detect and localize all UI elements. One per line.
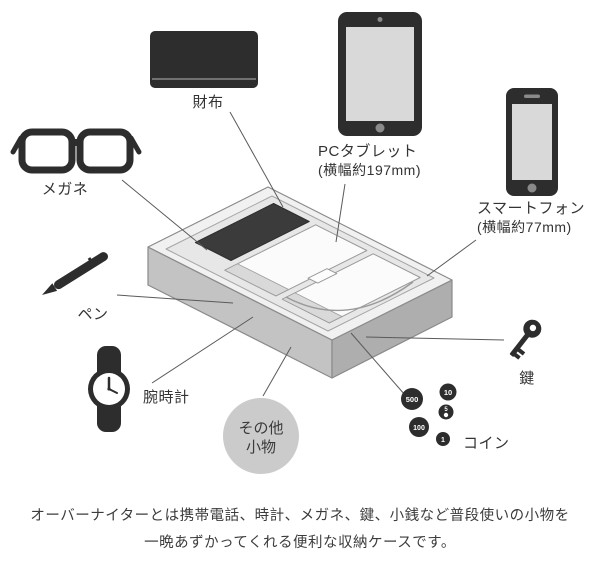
wallet-connector-line <box>229 111 284 208</box>
tray-wallet-slot <box>194 203 310 261</box>
other-connector-line <box>262 346 292 397</box>
smartphone-icon <box>506 88 558 196</box>
coin-10-value: 10 <box>444 388 452 397</box>
coin-1-value: 1 <box>441 437 445 444</box>
wallet-icon <box>150 31 258 88</box>
tray-illustration <box>147 186 453 379</box>
other-items-badge: その他 小物 <box>223 398 299 474</box>
smartphone-label-width: (横幅約77mm) <box>477 219 572 235</box>
tablet-label-name: PCタブレット <box>318 143 418 160</box>
coins-connector-line <box>350 332 406 396</box>
key-label: 鍵 <box>519 370 535 387</box>
coins-icon: 500 10 100 5 1 <box>401 383 457 446</box>
coin-5-value: 5 <box>444 407 448 413</box>
watch-connector-line <box>151 316 254 384</box>
coin-500-value: 500 <box>406 395 419 404</box>
tray-card-notch <box>307 268 338 284</box>
glasses-connector-line <box>121 179 208 251</box>
wallet-label: 財布 <box>192 94 224 111</box>
watch-label: 腕時計 <box>143 389 190 406</box>
tray-middle-compartment-wall <box>224 263 290 297</box>
smartphone-connector-line <box>426 239 477 277</box>
tablet-icon <box>338 12 422 136</box>
tablet-connector-line <box>335 183 346 243</box>
tray-curved-divider <box>285 281 414 312</box>
smartphone-label-name: スマートフォン <box>477 200 586 217</box>
key-connector-line <box>365 336 505 341</box>
coin-100: 100 <box>409 417 429 437</box>
glasses-icon <box>10 128 142 174</box>
caption-line1: オーバーナイターとは携帯電話、時計、メガネ、鍵、小銭など普段使いの小物を <box>30 508 570 524</box>
pen-icon <box>42 252 108 295</box>
coin-5: 5 <box>438 404 454 420</box>
pen-connector-line <box>116 294 234 304</box>
watch-icon <box>88 346 130 432</box>
coin-1: 1 <box>436 432 450 446</box>
coin-10: 10 <box>439 383 457 401</box>
pen-label: ペン <box>77 306 109 323</box>
caption: オーバーナイターとは携帯電話、時計、メガネ、鍵、小銭など普段使いの小物を 一晩あ… <box>0 503 600 557</box>
coin-100-value: 100 <box>413 425 425 432</box>
other-items-label-line2: 小物 <box>246 439 276 456</box>
connector-lines <box>116 111 505 397</box>
coins-label: コイン <box>463 435 510 452</box>
tablet-label: PCタブレット (横幅約197mm) <box>318 143 421 179</box>
tablet-label-width: (横幅約197mm) <box>318 162 422 178</box>
coin-500: 500 <box>401 388 423 410</box>
other-items-label-line1: その他 <box>238 420 283 437</box>
caption-line2: 一晩あずかってくれる便利な収納ケースです。 <box>144 535 456 551</box>
key-icon <box>509 319 542 360</box>
glasses-label: メガネ <box>41 181 89 198</box>
smartphone-label: スマートフォン (横幅約77mm) <box>477 200 585 236</box>
